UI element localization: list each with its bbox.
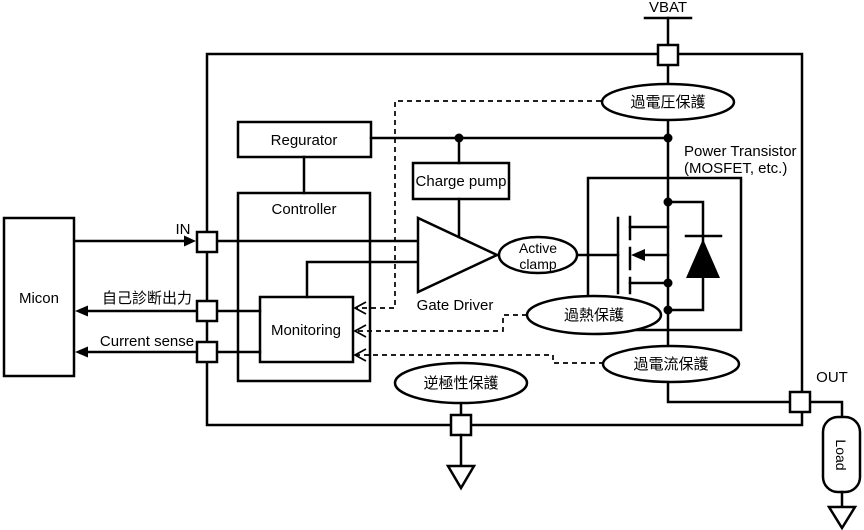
current-sense-signal: Current sense (75, 333, 219, 364)
controller-label: Controller (271, 201, 336, 218)
ground-pin (449, 413, 473, 437)
in-label: IN (176, 221, 191, 238)
reverse-polarity-ellipse (393, 361, 529, 405)
ground-triangle (445, 464, 477, 491)
regulator-label: Regurator (271, 132, 338, 149)
load-ground-triangle (826, 505, 858, 530)
ground-symbol-main (445, 413, 477, 491)
active-clamp-shape (497, 235, 579, 275)
monitoring-block: Monitoring (258, 295, 355, 364)
power-transistor-block: Power Transistor (MOSFET, etc.) (586, 143, 797, 332)
overvoltage-protection-ellipse: 過電圧保護 (600, 82, 736, 122)
active-clamp-label-line2: clamp (519, 256, 557, 272)
regulator-block: Regurator (236, 120, 373, 159)
out-pin (788, 390, 812, 414)
active-clamp-ellipse: Active clamp (497, 235, 579, 275)
feedback-arrowhead (353, 301, 367, 315)
overcurrent-protection-ellipse: 過電流保護 (601, 344, 741, 384)
current-sense-terminal (195, 340, 219, 364)
vbat-label: VBAT (649, 0, 687, 16)
feedback-arrowhead (353, 324, 367, 338)
charge-pump-block: Charge pump (411, 161, 511, 201)
reverse-polarity-label: 逆極性保護 (423, 375, 498, 392)
in-terminal (195, 230, 219, 254)
load-label: Load (833, 439, 849, 470)
junction-dot (663, 133, 673, 143)
micon-box (2, 216, 76, 378)
overvoltage-ellipse (600, 82, 736, 122)
self-diagnosis-label: 自己診断出力 (102, 290, 192, 307)
overheat-protection-ellipse: 過熱保護 (525, 294, 663, 336)
active-clamp-label-line1: Active (519, 240, 557, 256)
overheat-feedback-wire (357, 314, 527, 332)
gate-driver-block: Gate Driver (416, 216, 500, 314)
gate-driver-label: Gate Driver (417, 297, 494, 314)
overcurrent-ellipse (601, 344, 741, 384)
micon-block: Micon (2, 216, 76, 378)
monitoring-label: Monitoring (271, 322, 341, 339)
power-transistor-box (586, 176, 743, 332)
overvoltage-feedback-wire (357, 100, 601, 309)
vbat-pin (656, 43, 680, 67)
micon-label: Micon (19, 290, 59, 307)
current-sense-arrowhead (75, 346, 88, 358)
charge-pump-box (411, 161, 511, 201)
body-diode-triangle (686, 239, 720, 278)
self-diagnosis-signal: 自己診断出力 (75, 290, 219, 323)
in-signal: IN (73, 221, 219, 254)
reverse-polarity-protection-ellipse: 逆極性保護 (393, 361, 529, 405)
self-diagnosis-terminal (195, 299, 219, 323)
ground-symbol-load (826, 490, 858, 530)
junction-dots (454, 133, 673, 315)
junction-dot (663, 197, 673, 207)
load-block: Load (821, 415, 862, 494)
junction-dot (454, 133, 464, 143)
overcurrent-feedback-wire (357, 354, 604, 364)
gate-driver-triangle (416, 216, 500, 294)
controller-box (236, 191, 372, 383)
power-transistor-label-line1: Power Transistor (684, 143, 797, 160)
overvoltage-label: 過電圧保護 (630, 94, 705, 111)
dashed-feedback-wires (353, 100, 604, 364)
regulator-box (236, 120, 373, 159)
overheat-label: 過熱保護 (564, 307, 624, 324)
feedback-arrowhead (353, 348, 367, 362)
power-transistor-label-line2: (MOSFET, etc.) (684, 160, 787, 177)
out-label: OUT (816, 369, 848, 386)
monitoring-box (258, 295, 355, 364)
out-to-load-wire (808, 400, 844, 419)
controller-block: Controller (236, 191, 372, 383)
overheat-ellipse (525, 294, 663, 336)
mosfet-body-arrow (631, 249, 645, 261)
overcurrent-label: 過電流保護 (633, 356, 708, 373)
in-arrowhead (184, 235, 196, 247)
charge-pump-label: Charge pump (416, 173, 507, 190)
out-terminal: OUT (788, 369, 848, 414)
junction-dot (663, 305, 673, 315)
current-sense-label: Current sense (100, 333, 194, 350)
self-diagnosis-arrowhead (75, 305, 88, 317)
junction-dot (663, 278, 673, 288)
monitoring-to-driver-wire (305, 260, 422, 299)
vbat-terminal: VBAT (643, 0, 693, 67)
